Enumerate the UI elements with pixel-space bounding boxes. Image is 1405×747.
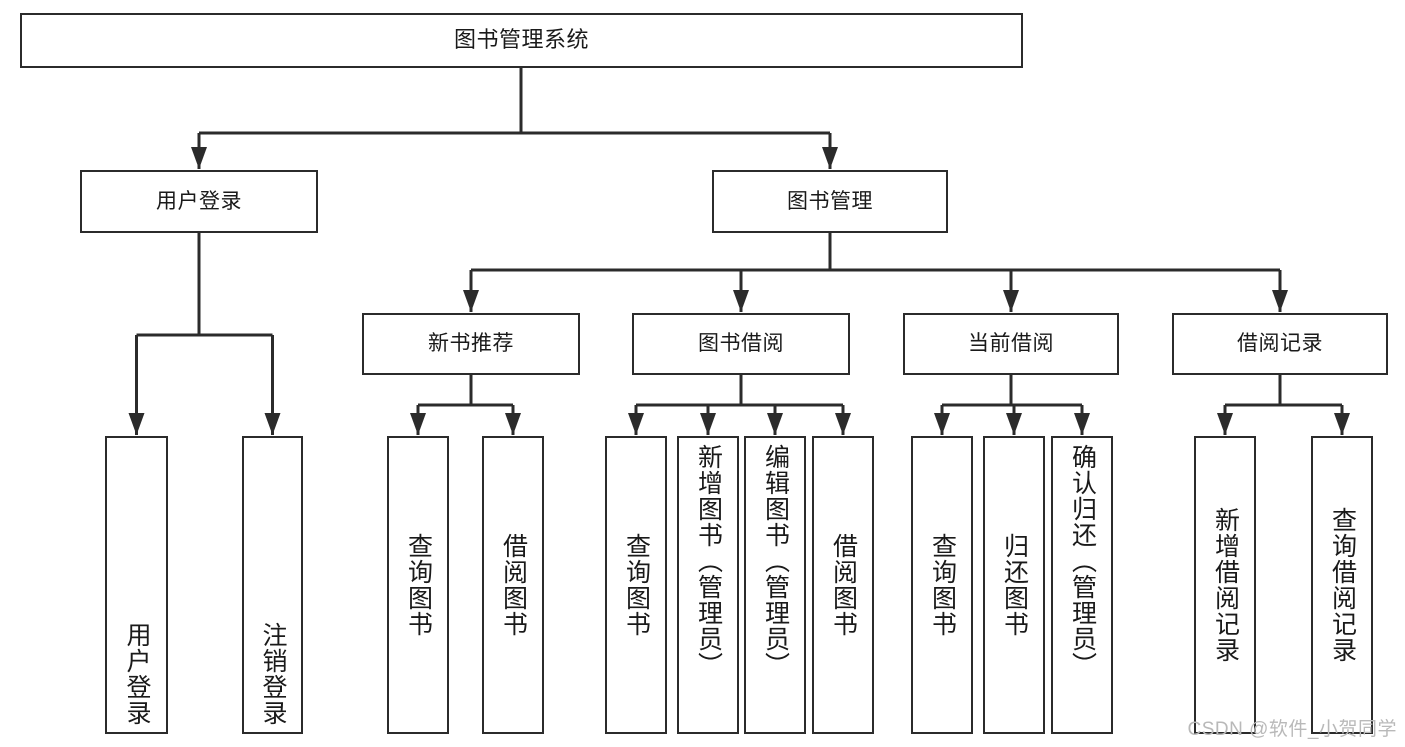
arrowhead-icon	[1006, 413, 1022, 435]
node-book-manage[interactable]: 图书管理	[712, 170, 948, 233]
arrowhead-icon	[733, 290, 749, 312]
node-user-login[interactable]: 用户登录	[80, 170, 318, 233]
node-label: 新书推荐	[428, 332, 514, 356]
arrowhead-icon	[822, 147, 838, 169]
arrowhead-icon	[700, 413, 716, 435]
node-label: 借阅图书	[499, 533, 528, 637]
arrowhead-icon	[463, 290, 479, 312]
node-label: 用户登录	[123, 622, 151, 726]
node-label: 归还图书	[1000, 533, 1029, 637]
node-leaf-confirm-return[interactable]: 确认归还（管理员）	[1051, 436, 1113, 734]
node-leaf-user-login[interactable]: 用户登录	[105, 436, 168, 734]
arrowhead-icon	[1074, 413, 1090, 435]
node-root[interactable]: 图书管理系统	[20, 13, 1023, 68]
node-leaf-add-record[interactable]: 新增借阅记录	[1194, 436, 1256, 734]
node-label: 新增图书（管理员）	[694, 444, 723, 678]
arrowhead-icon	[628, 413, 644, 435]
arrowhead-icon	[1334, 413, 1350, 435]
node-leaf-query-book-1[interactable]: 查询图书	[387, 436, 449, 734]
arrowhead-icon	[410, 413, 426, 435]
arrowhead-icon	[1217, 413, 1233, 435]
node-new-book-rec[interactable]: 新书推荐	[362, 313, 580, 375]
node-leaf-borrow-book-1[interactable]: 借阅图书	[482, 436, 544, 734]
node-book-borrow[interactable]: 图书借阅	[632, 313, 850, 375]
node-current-borrow[interactable]: 当前借阅	[903, 313, 1119, 375]
node-label: 查询图书	[928, 533, 957, 637]
node-leaf-borrow-book-2[interactable]: 借阅图书	[812, 436, 874, 734]
arrowhead-icon	[191, 147, 207, 169]
node-label: 图书管理系统	[453, 27, 589, 53]
arrowhead-icon	[835, 413, 851, 435]
node-leaf-edit-book[interactable]: 编辑图书（管理员）	[744, 436, 806, 734]
node-label: 确认归还（管理员）	[1068, 444, 1097, 678]
arrowhead-icon	[1272, 290, 1288, 312]
node-label: 查询图书	[404, 533, 433, 637]
node-label: 图书管理	[787, 189, 873, 213]
node-label: 编辑图书（管理员）	[761, 444, 790, 678]
arrowhead-icon	[264, 413, 281, 435]
arrowhead-icon	[1003, 290, 1019, 312]
node-label: 用户登录	[156, 189, 242, 213]
arrowhead-icon	[505, 413, 521, 435]
node-label: 图书借阅	[698, 332, 784, 356]
watermark-text: CSDN @软件_小贺同学	[1187, 719, 1397, 740]
node-borrow-record[interactable]: 借阅记录	[1172, 313, 1388, 375]
node-leaf-query-book-3[interactable]: 查询图书	[911, 436, 973, 734]
node-leaf-return-book[interactable]: 归还图书	[983, 436, 1045, 734]
node-leaf-query-record[interactable]: 查询借阅记录	[1311, 436, 1373, 734]
node-label: 注销登录	[259, 622, 287, 726]
node-leaf-add-book[interactable]: 新增图书（管理员）	[677, 436, 739, 734]
node-label: 当前借阅	[968, 332, 1054, 356]
arrowhead-icon	[767, 413, 783, 435]
node-label: 查询图书	[622, 533, 651, 637]
node-label: 新增借阅记录	[1211, 507, 1240, 663]
node-leaf-user-logout[interactable]: 注销登录	[242, 436, 303, 734]
arrowhead-icon	[128, 413, 145, 435]
node-label: 借阅图书	[829, 533, 858, 637]
node-label: 查询借阅记录	[1328, 507, 1357, 663]
node-leaf-query-book-2[interactable]: 查询图书	[605, 436, 667, 734]
node-label: 借阅记录	[1237, 332, 1323, 356]
arrowhead-icon	[934, 413, 950, 435]
